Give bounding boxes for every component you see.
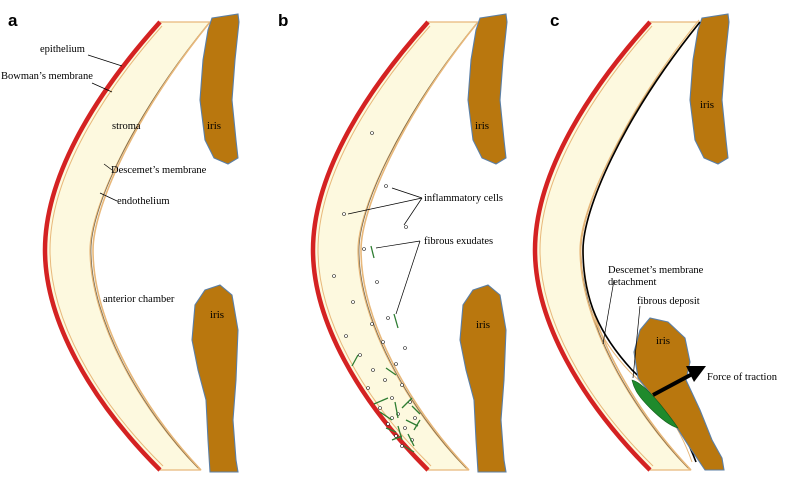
fibrous-deposit [631, 379, 679, 429]
label-iris-top-a: iris [207, 120, 221, 132]
label-fibrous-exudates: fibrous exudates [424, 236, 493, 247]
leader-cells-3 [403, 197, 423, 226]
label-iris-bottom-c: iris [656, 335, 670, 347]
label-stroma: stroma [112, 121, 141, 132]
leader-epithelium [87, 54, 123, 67]
panel-c-iris-top [689, 13, 730, 165]
label-inflammatory-cells: inflammatory cells [424, 193, 503, 204]
label-iris-top-b: iris [475, 120, 489, 132]
leader-deposit [632, 305, 641, 379]
panel-b-iris-bottom [459, 284, 507, 473]
traction-arrow-shaft [652, 370, 697, 397]
label-epithelium: epithelium [40, 44, 85, 55]
label-detachment-line2: detachment [608, 277, 656, 288]
panel-a-iris-top [199, 13, 240, 165]
label-bowman: Bowman’s membrane [1, 71, 93, 82]
label-detachment-line1: Descemet’s membrane [608, 265, 704, 276]
panel-a-cornea [45, 22, 210, 470]
panel-c: c Descemet’s membrane detachment fibrous… [535, 11, 778, 470]
leader-cells-2 [347, 197, 423, 215]
label-iris-bottom-a: iris [210, 309, 224, 321]
leader-cells-1 [391, 187, 423, 199]
panel-b-letter: b [278, 11, 288, 30]
traction-arrow-head [686, 366, 706, 382]
label-descemet: Descemet’s membrane [111, 165, 207, 176]
label-anterior-chamber: anterior chamber [103, 294, 175, 305]
label-endothelium: endothelium [117, 196, 170, 207]
leader-exudates-1 [375, 240, 421, 249]
label-iris-bottom-b: iris [476, 319, 490, 331]
leader-descemet [103, 163, 113, 171]
fibrous-exudates [351, 245, 421, 453]
label-fibrous-deposit: fibrous deposit [637, 296, 700, 307]
leader-detachment [602, 279, 615, 345]
panel-b-iris-top [467, 13, 508, 165]
leader-endothelium [99, 192, 118, 202]
panel-b: b inflammatory cells fibrous exudates [278, 11, 508, 473]
label-iris-top-c: iris [700, 99, 714, 111]
leader-bowman [91, 82, 113, 93]
panel-a: a epithelium Bowman’s membrane stroma De… [1, 11, 240, 473]
inflammatory-cells [332, 131, 417, 448]
panel-a-letter: a [8, 11, 18, 30]
leader-exudates-2 [395, 240, 421, 315]
label-force-of-traction: Force of traction [707, 372, 778, 383]
panel-c-letter: c [550, 11, 559, 30]
